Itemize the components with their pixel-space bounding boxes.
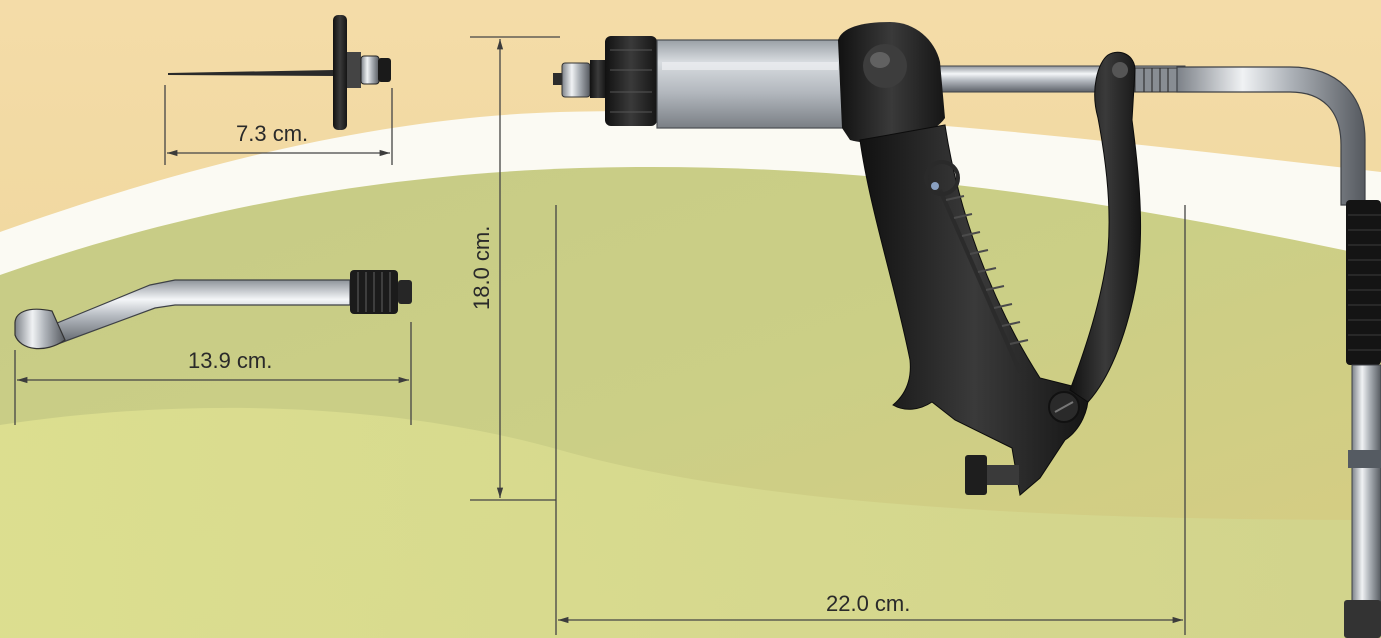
needle-dimension: [164, 85, 393, 165]
tube-length-label: 13.9 cm.: [188, 348, 272, 373]
width-dimension: [555, 205, 1186, 635]
bent-tube-part: [14, 270, 412, 350]
lower-wave: [0, 407, 1381, 638]
height-label: 18.0 cm.: [469, 226, 494, 310]
tube-dimension: [14, 322, 412, 425]
syringe-gun: [553, 22, 1381, 638]
width-label: 22.0 cm.: [826, 591, 910, 616]
needle-length-label: 7.3 cm.: [236, 121, 308, 146]
height-dimension: [470, 36, 560, 501]
needle-part: [168, 15, 391, 130]
